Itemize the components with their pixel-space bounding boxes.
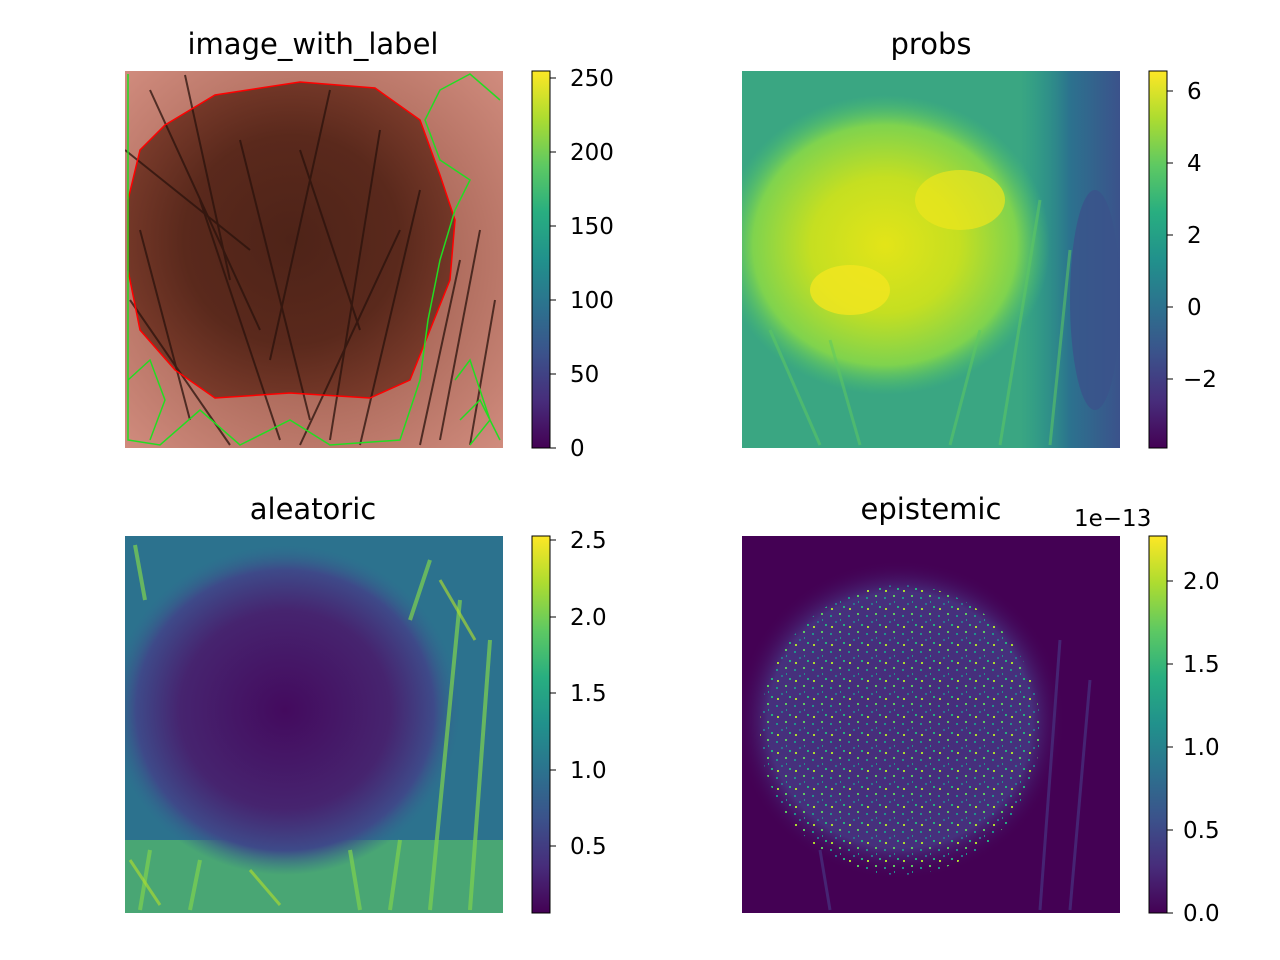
colorbar-tick-label: 50 bbox=[570, 362, 599, 388]
colorbar bbox=[1148, 70, 1168, 449]
colorbar-ticks: 0.0 0.5 1.0 1.5 2.0 bbox=[1167, 569, 1220, 927]
probs-heatmap bbox=[742, 71, 1120, 448]
colorbar-tick-label: 4 bbox=[1187, 151, 1202, 177]
colorbar-tick: 1.5 bbox=[1167, 652, 1220, 678]
colorbar-tick: 250 bbox=[550, 66, 614, 92]
colorbar-tick: 2.5 bbox=[550, 528, 607, 554]
colorbar-tick-label: 0.5 bbox=[1183, 818, 1220, 844]
colorbar-tick-label: 0 bbox=[1187, 295, 1202, 321]
colorbar bbox=[531, 70, 551, 449]
colorbar-tick-label: 0.5 bbox=[570, 834, 607, 860]
colorbar-tick: 1.5 bbox=[550, 681, 607, 707]
panel-title: image_with_label bbox=[188, 27, 439, 61]
colorbar-tick: 6 bbox=[1167, 79, 1202, 105]
colorbar-tick: 1.0 bbox=[550, 758, 607, 784]
colorbar-tick: 2.0 bbox=[550, 605, 607, 631]
lesion-image bbox=[125, 71, 503, 448]
colorbar bbox=[1148, 535, 1168, 914]
colorbar-tick-label: 1.5 bbox=[1183, 652, 1220, 678]
colorbar-tick: 50 bbox=[550, 362, 599, 388]
colorbar-tick-label: 100 bbox=[570, 288, 614, 314]
colorbar-tick: 0.5 bbox=[1167, 818, 1220, 844]
epistemic-heatmap bbox=[742, 536, 1120, 913]
colorbar-tick: 2 bbox=[1167, 223, 1202, 249]
colorbar-tick-label: 0 bbox=[570, 436, 585, 462]
colorbar-tick-label: 1.0 bbox=[1183, 735, 1220, 761]
colorbar bbox=[531, 535, 551, 914]
aleatoric-heatmap bbox=[125, 536, 503, 913]
colorbar-tick-label: 2.0 bbox=[570, 605, 607, 631]
colorbar-tick: 150 bbox=[550, 214, 614, 240]
colorbar-tick: 0 bbox=[1167, 295, 1202, 321]
panel-title: epistemic bbox=[861, 492, 1002, 526]
colorbar-tick-label: 6 bbox=[1187, 79, 1202, 105]
colorbar-tick: −2 bbox=[1167, 367, 1217, 393]
panel-probs: probs −2 0 2 4 6 bbox=[742, 27, 1217, 449]
panel-aleatoric: aleatoric 0.5 1.0 bbox=[125, 492, 607, 914]
prediction-contour bbox=[127, 73, 501, 446]
panel-image-with-label: image_with_label bbox=[125, 27, 614, 462]
colorbar-tick: 100 bbox=[550, 288, 614, 314]
colorbar-offset-text: 1e−13 bbox=[1074, 506, 1151, 532]
colorbar-tick-label: 1.5 bbox=[570, 681, 607, 707]
colorbar-tick-label: 200 bbox=[570, 140, 614, 166]
colorbar-tick: 1.0 bbox=[1167, 735, 1220, 761]
colorbar-tick-label: −2 bbox=[1183, 367, 1217, 393]
colorbar-tick: 0 bbox=[550, 436, 585, 462]
colorbar-ticks: 0 50 100 150 200 250 bbox=[550, 66, 614, 462]
colorbar-tick-label: 250 bbox=[570, 66, 614, 92]
colorbar-tick-label: 0.0 bbox=[1183, 901, 1220, 927]
panel-title: aleatoric bbox=[250, 492, 376, 526]
colorbar-ticks: 0.5 1.0 1.5 2.0 2.5 bbox=[550, 528, 607, 860]
colorbar-tick-label: 2 bbox=[1187, 223, 1202, 249]
colorbar-tick: 2.0 bbox=[1167, 569, 1220, 595]
panel-epistemic: epistemic 1e−13 0.0 0.5 1.0 1.5 2.0 bbox=[742, 492, 1220, 927]
panel-title: probs bbox=[891, 27, 972, 61]
colorbar-tick: 200 bbox=[550, 140, 614, 166]
colorbar-ticks: −2 0 2 4 6 bbox=[1167, 79, 1217, 393]
colorbar-tick-label: 1.0 bbox=[570, 758, 607, 784]
colorbar-tick-label: 150 bbox=[570, 214, 614, 240]
colorbar-tick-label: 2.0 bbox=[1183, 569, 1220, 595]
colorbar-tick: 0.5 bbox=[550, 834, 607, 860]
colorbar-tick: 4 bbox=[1167, 151, 1202, 177]
colorbar-tick-label: 2.5 bbox=[570, 528, 607, 554]
colorbar-tick: 0.0 bbox=[1167, 901, 1220, 927]
